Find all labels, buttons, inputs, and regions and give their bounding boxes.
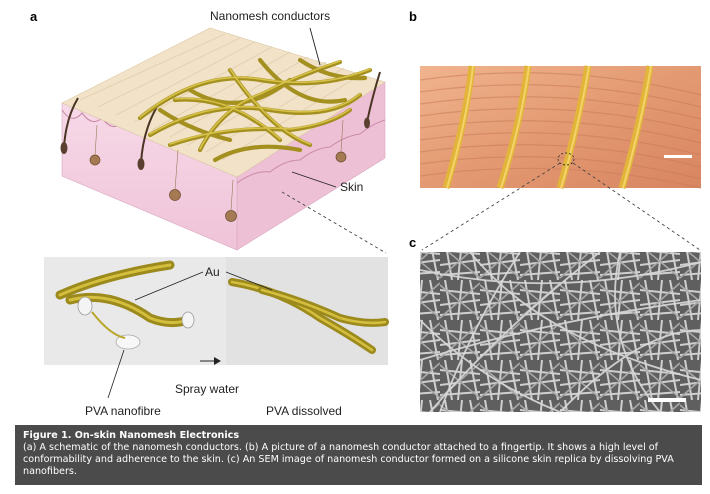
pva-dissolved-label: PVA dissolved [266, 404, 342, 418]
au-label: Au [205, 265, 220, 279]
panel-label-c: c [409, 235, 416, 250]
au-leader-left [134, 271, 204, 301]
fiber-pair-with-pva [55, 260, 195, 350]
caption-body: (a) A schematic of the nanomesh conducto… [23, 442, 674, 477]
scale-bar-b [664, 155, 692, 158]
zoom-dashed-line-a [281, 191, 387, 254]
sem-image [419, 251, 702, 413]
figure-caption: Figure 1. On-skin Nanomesh Electronics (… [15, 425, 702, 485]
panel-label-b: b [409, 9, 417, 24]
nanomesh-leader-line [309, 27, 321, 66]
skin-label: Skin [340, 180, 363, 194]
pva-nanofibre-label: PVA nanofibre [85, 404, 161, 418]
fingertip-photo [419, 65, 702, 190]
nanomesh-conductors-label: Nanomesh conductors [210, 9, 330, 23]
fiber-pair-dissolved [228, 278, 389, 354]
scale-bar-c [648, 398, 686, 402]
spray-water-label: Spray water [175, 382, 239, 396]
zoom-dashed-line-b-right [572, 162, 701, 251]
skin-block-schematic [60, 27, 386, 251]
zoom-circle [557, 152, 575, 166]
au-leader-right [225, 271, 273, 291]
pva-leader-line [107, 349, 125, 399]
caption-title: Figure 1. On-skin Nanomesh Electronics [23, 430, 240, 441]
process-arrow-head [214, 357, 221, 365]
skin-leader-line [291, 171, 337, 188]
panel-label-a: a [30, 9, 38, 24]
